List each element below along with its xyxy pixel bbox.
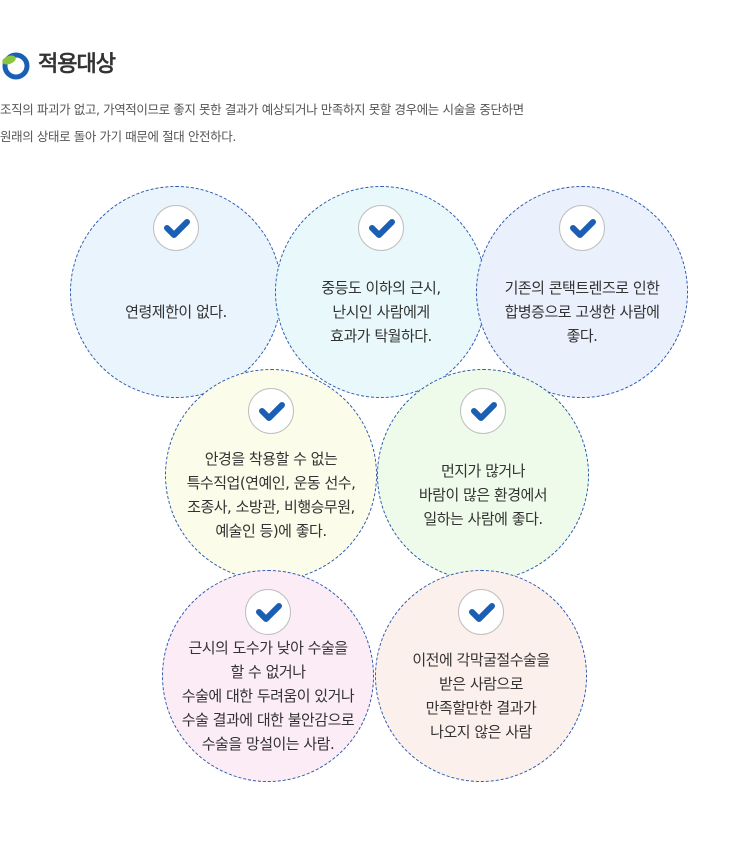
page-title: 적용대상 — [38, 52, 116, 77]
target-card-3: 기존의 콘택트렌즈로 인한 합병증으로 고생한 사람에 좋다. — [476, 186, 688, 398]
target-card-2: 중등도 이하의 근시, 난시인 사람에게 효과가 탁월하다. — [275, 186, 487, 398]
target-card-5: 먼지가 많거나 바람이 많은 환경에서 일하는 사람에 좋다. — [377, 369, 589, 581]
target-text: 중등도 이하의 근시, 난시인 사람에게 효과가 탁월하다. — [321, 279, 441, 345]
target-text: 먼지가 많거나 바람이 많은 환경에서 일하는 사람에 좋다. — [418, 462, 548, 528]
target-text: 연령제한이 없다. — [125, 303, 227, 321]
target-card-7: 이전에 각막굴절수술을 받은 사람으로 만족할만한 결과가 나오지 않은 사람 — [375, 570, 587, 782]
check-icon — [153, 205, 199, 251]
target-text: 근시의 도수가 낮아 수술을 할 수 없거나 수술에 대한 두려움이 있거나 수… — [181, 639, 355, 753]
target-text: 안경을 착용할 수 없는 특수직업(연예인, 운동 선수, 조종사, 소방관, … — [186, 450, 356, 540]
target-card-1: 연령제한이 없다. — [70, 186, 282, 398]
check-icon — [559, 205, 605, 251]
section-bullet-icon — [1, 50, 31, 80]
check-icon — [245, 589, 291, 635]
target-text: 기존의 콘택트렌즈로 인한 합병증으로 고생한 사람에 좋다. — [504, 279, 660, 345]
target-card-6: 근시의 도수가 낮아 수술을 할 수 없거나 수술에 대한 두려움이 있거나 수… — [162, 570, 374, 782]
check-icon — [358, 205, 404, 251]
target-card-4: 안경을 착용할 수 없는 특수직업(연예인, 운동 선수, 조종사, 소방관, … — [165, 369, 377, 581]
check-icon — [460, 388, 506, 434]
check-icon — [248, 388, 294, 434]
check-icon — [458, 589, 504, 635]
target-text: 이전에 각막굴절수술을 받은 사람으로 만족할만한 결과가 나오지 않은 사람 — [412, 651, 550, 741]
page-description: 조직의 파괴가 없고, 가역적이므로 좋지 못한 결과가 예상되거나 만족하지 … — [0, 102, 524, 144]
